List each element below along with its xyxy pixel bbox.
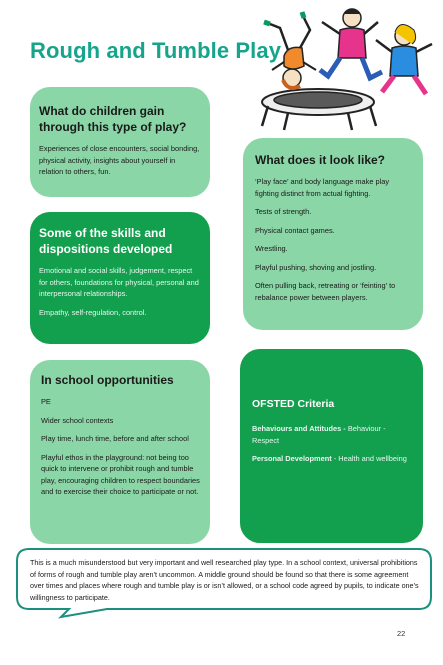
ofsted-criterion: Behaviours and Attitudes - Behaviour - R… — [252, 423, 411, 446]
school-item: Play time, lunch time, before and after … — [41, 434, 189, 443]
look-item: Tests of strength. — [255, 207, 312, 216]
speech-bubble — [16, 548, 432, 619]
look-item: Playful pushing, shoving and jostling. — [255, 262, 377, 272]
trampoline-illustration — [260, 8, 433, 131]
gain-text: Experiences of close encounters, social … — [39, 144, 200, 176]
skills-item: Emotional and social skills, judgement, … — [39, 266, 199, 298]
look-item: Wrestling. — [255, 244, 288, 253]
school-item: PE — [41, 397, 51, 406]
skills-heading: Some of the skills and dispositions deve… — [39, 226, 173, 256]
ofsted-criterion-separator: - — [341, 424, 348, 433]
look-item: ‘Play face’ and body language make play … — [255, 177, 390, 198]
ofsted-heading: OFSTED Criteria — [252, 398, 335, 410]
page-number: 22 — [397, 629, 406, 638]
callout-text: This is a much misunderstood but very im… — [30, 558, 419, 602]
look-item: Often pulling back, retreating or ‘feint… — [255, 281, 396, 302]
page-title: Rough and Tumble Play — [30, 38, 282, 63]
ofsted-criterion-value: Health and wellbeing — [338, 454, 407, 463]
ofsted-criterion-label: Behaviours and Attitudes — [252, 424, 342, 433]
ofsted-box: OFSTED Criteria Behaviours and Attitudes… — [240, 349, 423, 543]
skills-box: Some of the skills and dispositions deve… — [30, 212, 210, 344]
look-heading: What does it look like? — [255, 153, 386, 167]
skills-item: Empathy, self-regulation, control. — [39, 307, 147, 317]
school-heading: In school opportunities — [41, 373, 174, 387]
school-item: Playful ethos in the playground: not bei… — [41, 452, 200, 497]
gain-box: What do children gain through this type … — [30, 87, 210, 197]
ofsted-criterion-label: Personal Development — [252, 454, 332, 463]
ofsted-criterion-value: Behaviour - Respect — [252, 424, 386, 445]
school-item: Wider school contexts — [41, 415, 114, 425]
gain-heading: What do children gain through this type … — [39, 104, 187, 134]
ofsted-criterion-separator: - — [331, 454, 339, 463]
ofsted-criterion: Personal Development - Health and wellbe… — [252, 453, 411, 465]
look-box: What does it look like? ‘Play face’ and … — [243, 138, 423, 330]
school-box: In school opportunities PE Wider school … — [30, 360, 210, 544]
look-item: Physical contact games. — [255, 225, 335, 235]
